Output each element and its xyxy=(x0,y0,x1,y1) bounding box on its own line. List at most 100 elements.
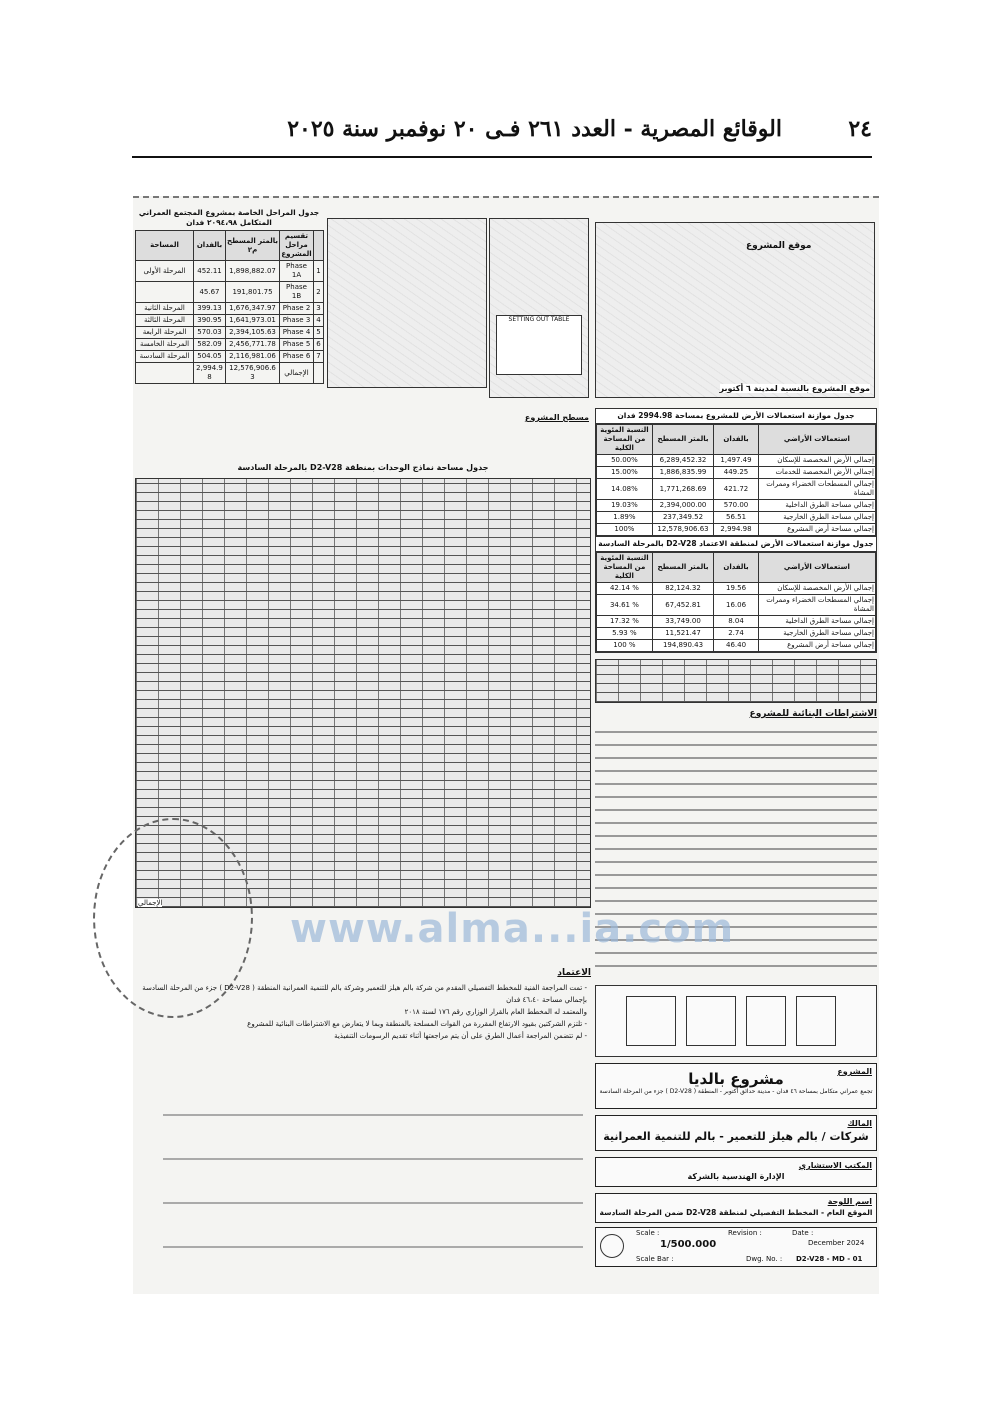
cell-n: 3 xyxy=(313,302,324,315)
table-cell: 237,349.52 xyxy=(651,511,715,524)
col-phase: تقسيم مراحل المشروع xyxy=(279,230,314,261)
signatures-area xyxy=(163,1088,583,1288)
site-map-title: موقع المشروع بالنسبة لمدينة ٦ أكتوبر xyxy=(719,384,870,393)
table-cell: 2,394,000.00 xyxy=(651,499,715,512)
header-rule xyxy=(132,156,872,158)
cell-fed: 45.67 xyxy=(193,281,226,303)
title-block: المشروع مشروع بالديا تجمع عمراني متكامل … xyxy=(595,1063,877,1268)
table-cell: 19.03% xyxy=(596,499,653,512)
cell-n: 4 xyxy=(313,314,324,327)
table-cell: 570.00 xyxy=(713,499,759,512)
revision-label: Revision : xyxy=(728,1229,762,1237)
unit-sketches xyxy=(595,985,877,1057)
cell-phase: Phase 5 xyxy=(279,338,314,351)
column-header: استعمالات الأراضي xyxy=(757,552,877,583)
cell-fed: 390.95 xyxy=(193,314,226,327)
regulations-text: الاشتراطات البنائية للمشروع xyxy=(595,709,877,979)
table-cell: 33,749.00 xyxy=(651,615,715,628)
scanned-plan-sheet: جدول المراحل الخاصة بمشروع المجتمع العمر… xyxy=(93,196,879,1294)
approval-section: الاعتماد - تمت المراجعة الفنية للمخطط ال… xyxy=(135,968,591,1078)
table-cell: 100% xyxy=(596,523,653,536)
project-name: مشروع بالديا xyxy=(688,1070,784,1088)
cell-n: 1 xyxy=(313,260,324,282)
cell-name xyxy=(135,281,194,303)
cell-m2: 1,641,973.01 xyxy=(225,314,280,327)
column-header: بالفدان xyxy=(713,424,759,455)
table-cell: 46.40 xyxy=(713,639,759,652)
cell-m2: 1,676,347.97 xyxy=(225,302,280,315)
scale-bar-label: Scale Bar : xyxy=(636,1255,674,1263)
table-cell: 82,124.32 xyxy=(651,582,715,595)
table-cell: % 100 xyxy=(596,639,653,652)
page-number: ٢٤ xyxy=(848,116,872,142)
owner-box: المالك شركات / بالم هيلز للتعمير - بالم … xyxy=(595,1115,877,1151)
cell-m2: 1,898,882.07 xyxy=(225,260,280,282)
table-cell: 15.00% xyxy=(596,466,653,479)
table-cell: % 34.61 xyxy=(596,594,653,616)
cell-phase: Phase 3 xyxy=(279,314,314,327)
table-cell: 421.72 xyxy=(713,478,759,500)
project-label: المشروع xyxy=(837,1067,872,1076)
project-subtitle: تجمع عمراني متكامل بمساحة ٤٦ فدان - مدين… xyxy=(599,1088,873,1095)
table-cell: 8.04 xyxy=(713,615,759,628)
col-area: المساحة xyxy=(135,230,194,261)
gazette-title: الوقائع المصرية - العدد ٢٦١ فـى ٢٠ نوفمب… xyxy=(287,116,782,142)
table-cell: 16.06 xyxy=(713,594,759,616)
land-use-2-caption: جدول موازنة استعمالات الأرض لمنطقة الاعت… xyxy=(596,536,876,552)
dwg-label: Dwg. No. : xyxy=(746,1255,783,1263)
north-arrow-icon xyxy=(600,1234,624,1258)
cell-total-label: الإجمالي xyxy=(279,362,314,384)
cell-m2: 2,116,981.06 xyxy=(225,350,280,363)
table-cell: 194,890.43 xyxy=(651,639,715,652)
cell-fed: 582.09 xyxy=(193,338,226,351)
table-cell: 1.89% xyxy=(596,511,653,524)
scale-label: Scale : xyxy=(636,1229,660,1237)
table-cell: إجمالي الأرض المخصصة للإسكان xyxy=(757,454,877,467)
approval-line: - تمت المراجعة الفنية للمخطط التفصيلي ال… xyxy=(142,984,587,1004)
cell-n: 5 xyxy=(313,326,324,339)
approval-title: الاعتماد xyxy=(557,968,591,978)
table-cell: 67,452.81 xyxy=(651,594,715,616)
cell-phase: Phase 2 xyxy=(279,302,314,315)
cell-total-fed: 2,994.98 xyxy=(193,362,226,384)
right-column: جدول موازنة استعمالات الأرض للمشروع بمسا… xyxy=(595,408,877,1268)
table-cell: 19.56 xyxy=(713,582,759,595)
table-cell: 1,497.49 xyxy=(713,454,759,467)
regulations-title: الاشتراطات البنائية للمشروع xyxy=(749,709,877,719)
cell-name: المرحلة الثانية xyxy=(135,302,194,315)
building-regulations-strip xyxy=(595,659,877,703)
owner-name: شركات / بالم هيلز للتعمير - بالم للتنمية… xyxy=(603,1130,869,1143)
setout-label: SETTING OUT TABLE xyxy=(508,316,570,323)
watermark: www.alma...ia.com xyxy=(290,906,735,952)
owner-label: المالك xyxy=(847,1119,872,1128)
cell-phase: Phase 6 xyxy=(279,350,314,363)
date-value: December 2024 xyxy=(808,1239,865,1247)
cell-fed: 452.11 xyxy=(193,260,226,282)
cell-phase: Phase 4 xyxy=(279,326,314,339)
drawing-box: اسم اللوحة الموقع العام - المخطط التفصيل… xyxy=(595,1193,877,1223)
cell-phase: Phase 1A xyxy=(279,260,314,282)
cell-m2: 2,456,771.78 xyxy=(225,338,280,351)
column-header: استعمالات الأراضي xyxy=(757,424,877,455)
approval-line: - تلتزم الشركتين بقيود الارتفاع المقررة … xyxy=(247,1020,587,1028)
column-header: النسبة المئوية من المساحة الكلية xyxy=(596,424,653,455)
cell-name: المرحلة الأولى xyxy=(135,260,194,282)
col-m2: بالمتر المسطح م٢ xyxy=(225,230,280,261)
column-header: بالمتر المسطح xyxy=(651,552,715,583)
cell-n: 7 xyxy=(313,350,324,363)
cell-name: المرحلة الرابعة xyxy=(135,326,194,339)
table-cell: 6,289,452.32 xyxy=(651,454,715,467)
project-box: المشروع مشروع بالديا تجمع عمراني متكامل … xyxy=(595,1063,877,1109)
page-header: ٢٤ الوقائع المصرية - العدد ٢٦١ فـى ٢٠ نو… xyxy=(132,112,872,152)
